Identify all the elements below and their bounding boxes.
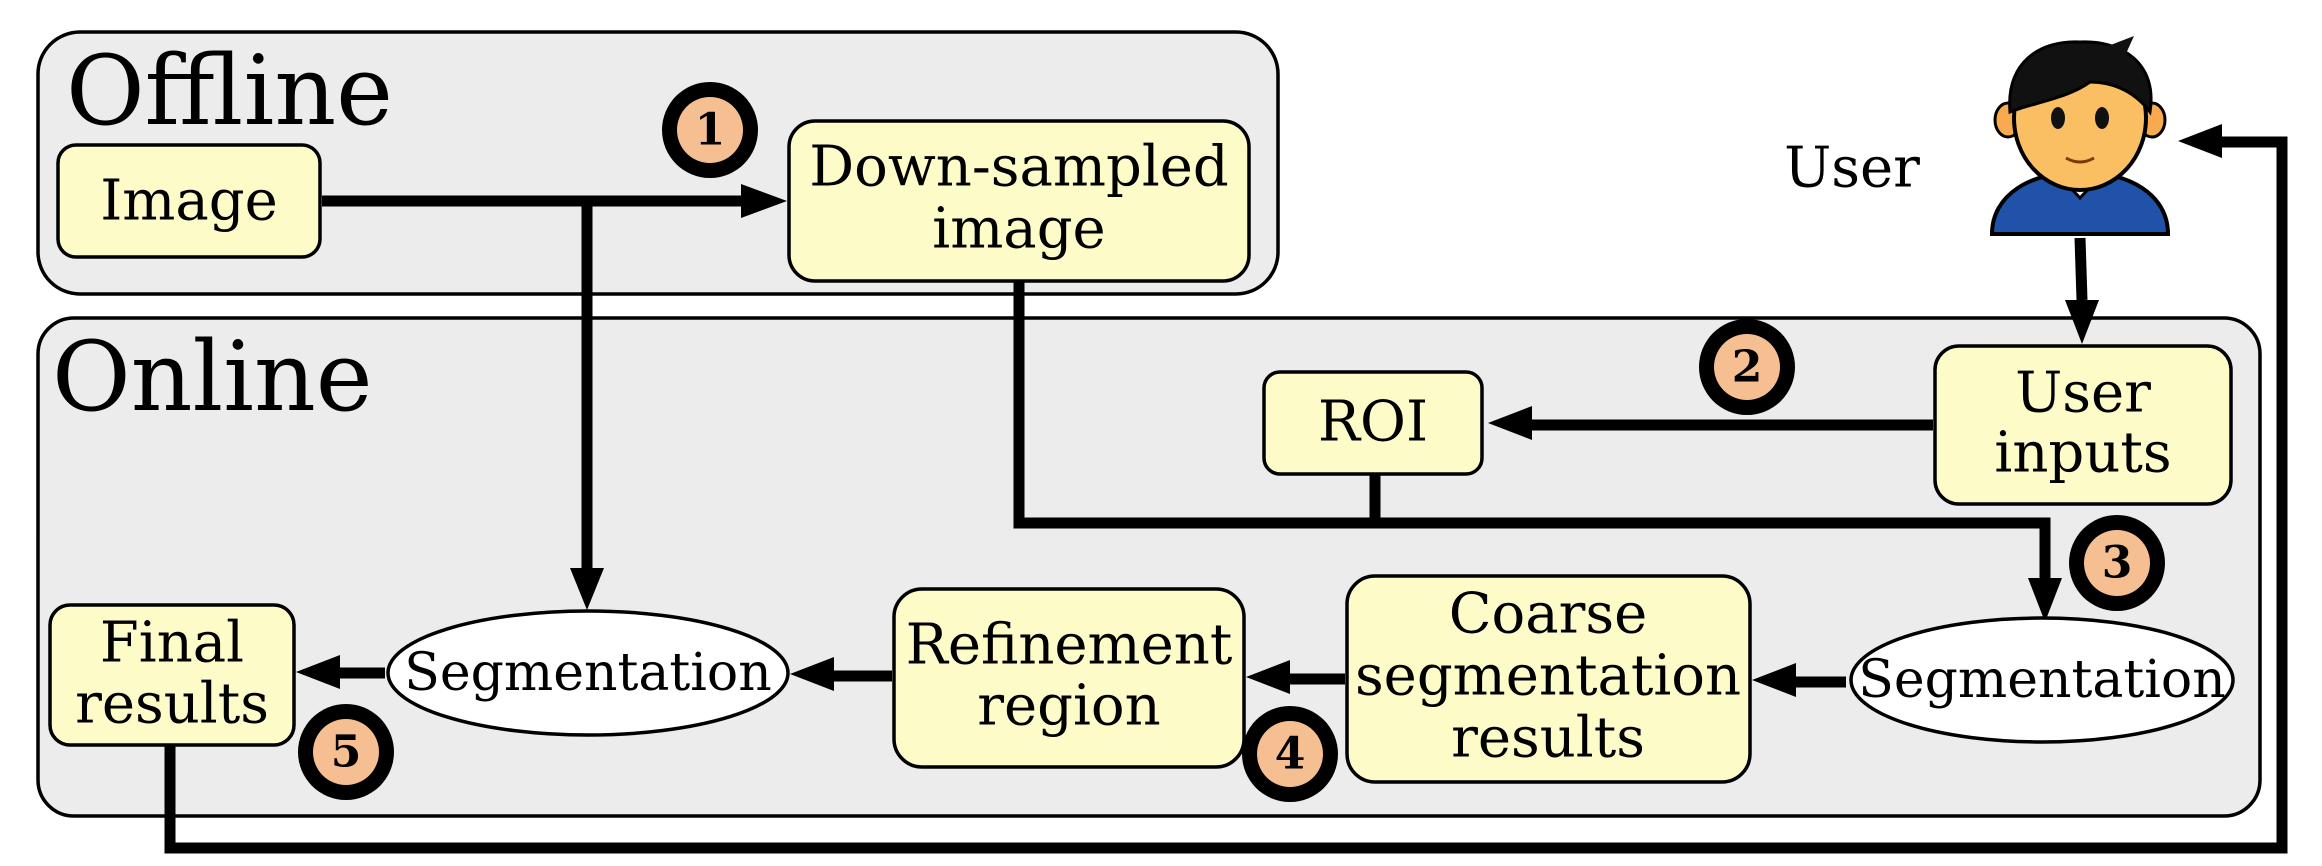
node-refinement-line-1: Refinement	[906, 613, 1233, 678]
step-badge-1: 1	[662, 82, 758, 178]
node-refinement-line-2: region	[977, 674, 1160, 739]
edges	[164, 124, 2288, 854]
step-badge-1-number: 1	[695, 105, 726, 156]
node-roi-label: ROI	[1318, 390, 1428, 455]
user-label: User	[1784, 136, 1920, 201]
arrowhead-roi	[1488, 406, 1532, 440]
arrowhead-refinement	[1246, 660, 1290, 694]
node-segmentation-left-label: Segmentation	[404, 643, 771, 703]
edge-downsampled-to-segmentation-right	[1013, 282, 2051, 580]
node-segmentation-left	[386, 609, 790, 737]
arrowhead-user-inputs	[2065, 300, 2099, 344]
node-final	[48, 603, 296, 747]
edge-final-to-user	[164, 136, 2288, 854]
arrowhead-final	[296, 655, 340, 689]
node-coarse-line-2: segmentation	[1355, 644, 1741, 709]
offline-title: Offline	[66, 35, 393, 147]
step-badge-2: 2	[1699, 319, 1795, 415]
node-coarse-line-1: Coarse	[1449, 582, 1648, 647]
node-image-label: Image	[100, 169, 278, 234]
step-badge-3: 3	[2069, 515, 2165, 611]
step-badge-2-number: 2	[1732, 342, 1763, 393]
arrowhead-segmentation-left	[570, 568, 604, 610]
arrowhead-user	[2178, 124, 2222, 158]
step-badge-5-number: 5	[331, 727, 362, 778]
arrowhead-downsampled	[741, 184, 787, 218]
node-segmentation-right	[1849, 616, 2235, 744]
arrowhead-coarse	[1752, 663, 1796, 697]
node-image	[56, 143, 322, 259]
step-badge-5: 5	[298, 704, 394, 800]
step-badge-4: 4	[1242, 706, 1338, 802]
node-coarse-line-3: results	[1451, 706, 1645, 771]
node-final-line-1: Final	[100, 611, 244, 676]
node-downsampled-line-1: Down-sampled	[809, 135, 1229, 200]
edge-user-to-inputs	[2074, 237, 2088, 301]
node-coarse	[1345, 574, 1752, 784]
node-roi	[1262, 370, 1484, 476]
node-refinement	[892, 587, 1246, 769]
node-user-inputs-line-2: inputs	[1994, 421, 2171, 486]
node-final-line-2: results	[75, 672, 269, 737]
step-badge-3-number: 3	[2102, 538, 2133, 589]
arrowhead-seg-left	[790, 657, 834, 691]
node-user-inputs-line-1: User	[2015, 361, 2151, 426]
user-avatar-icon	[1989, 36, 2171, 236]
online-title: Online	[52, 321, 373, 433]
arrowhead-segmentation-right	[2028, 578, 2062, 622]
node-segmentation-right-label: Segmentation	[1858, 650, 2225, 710]
step-badge-4-number: 4	[1275, 729, 1306, 780]
node-user-inputs	[1933, 344, 2233, 506]
node-downsampled	[787, 119, 1251, 283]
node-downsampled-line-2: image	[932, 197, 1105, 262]
